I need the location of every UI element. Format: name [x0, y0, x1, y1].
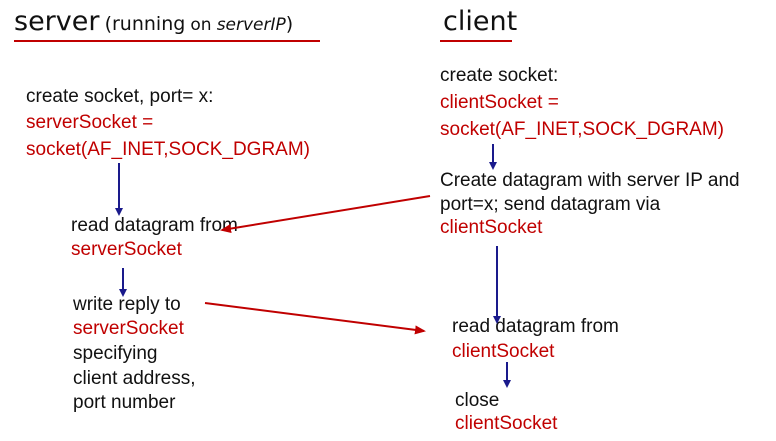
- server-read-line2: serverSocket: [71, 239, 182, 260]
- client-create-line2: clientSocket =: [440, 92, 559, 113]
- client-to-server-datagram-arrow: [220, 195, 431, 233]
- server-create-line3: socket(AF_INET,SOCK_DGRAM): [26, 139, 310, 160]
- server-running-text: (running: [104, 13, 186, 35]
- client-header-underline: [440, 40, 512, 42]
- server-create-line1: create socket, port= x:: [26, 86, 214, 107]
- server-header-underline: [14, 40, 320, 42]
- server-to-client-reply-arrow: [204, 302, 426, 335]
- client-close-line2: clientSocket: [455, 413, 558, 434]
- server-write-line2: serverSocket: [73, 318, 184, 339]
- client-send-line1: Create datagram with server IP and: [440, 170, 740, 191]
- server-header: server (running on serverIP): [14, 6, 293, 37]
- server-write-line4: client address,: [73, 368, 196, 389]
- server-write-line3: specifying: [73, 343, 158, 364]
- client-read-line2: clientSocket: [452, 341, 555, 362]
- client-title: client: [443, 6, 518, 37]
- server-create-line2: serverSocket =: [26, 112, 154, 133]
- server-title: server: [14, 6, 100, 37]
- server-paren-close: ): [285, 13, 294, 35]
- server-on-text: on: [190, 15, 212, 35]
- server-ip-text: serverIP: [216, 15, 286, 35]
- client-close-line1: close: [455, 390, 500, 411]
- server-write-line5: port number: [73, 392, 176, 413]
- server-write-line1: write reply to: [73, 294, 181, 315]
- client-send-line2: port=x; send datagram via: [440, 194, 661, 215]
- server-read-line1: read datagram from: [71, 215, 238, 236]
- client-create-line3: socket(AF_INET,SOCK_DGRAM): [440, 119, 724, 140]
- client-create-line1: create socket:: [440, 65, 559, 86]
- client-send-line3: clientSocket: [440, 217, 543, 238]
